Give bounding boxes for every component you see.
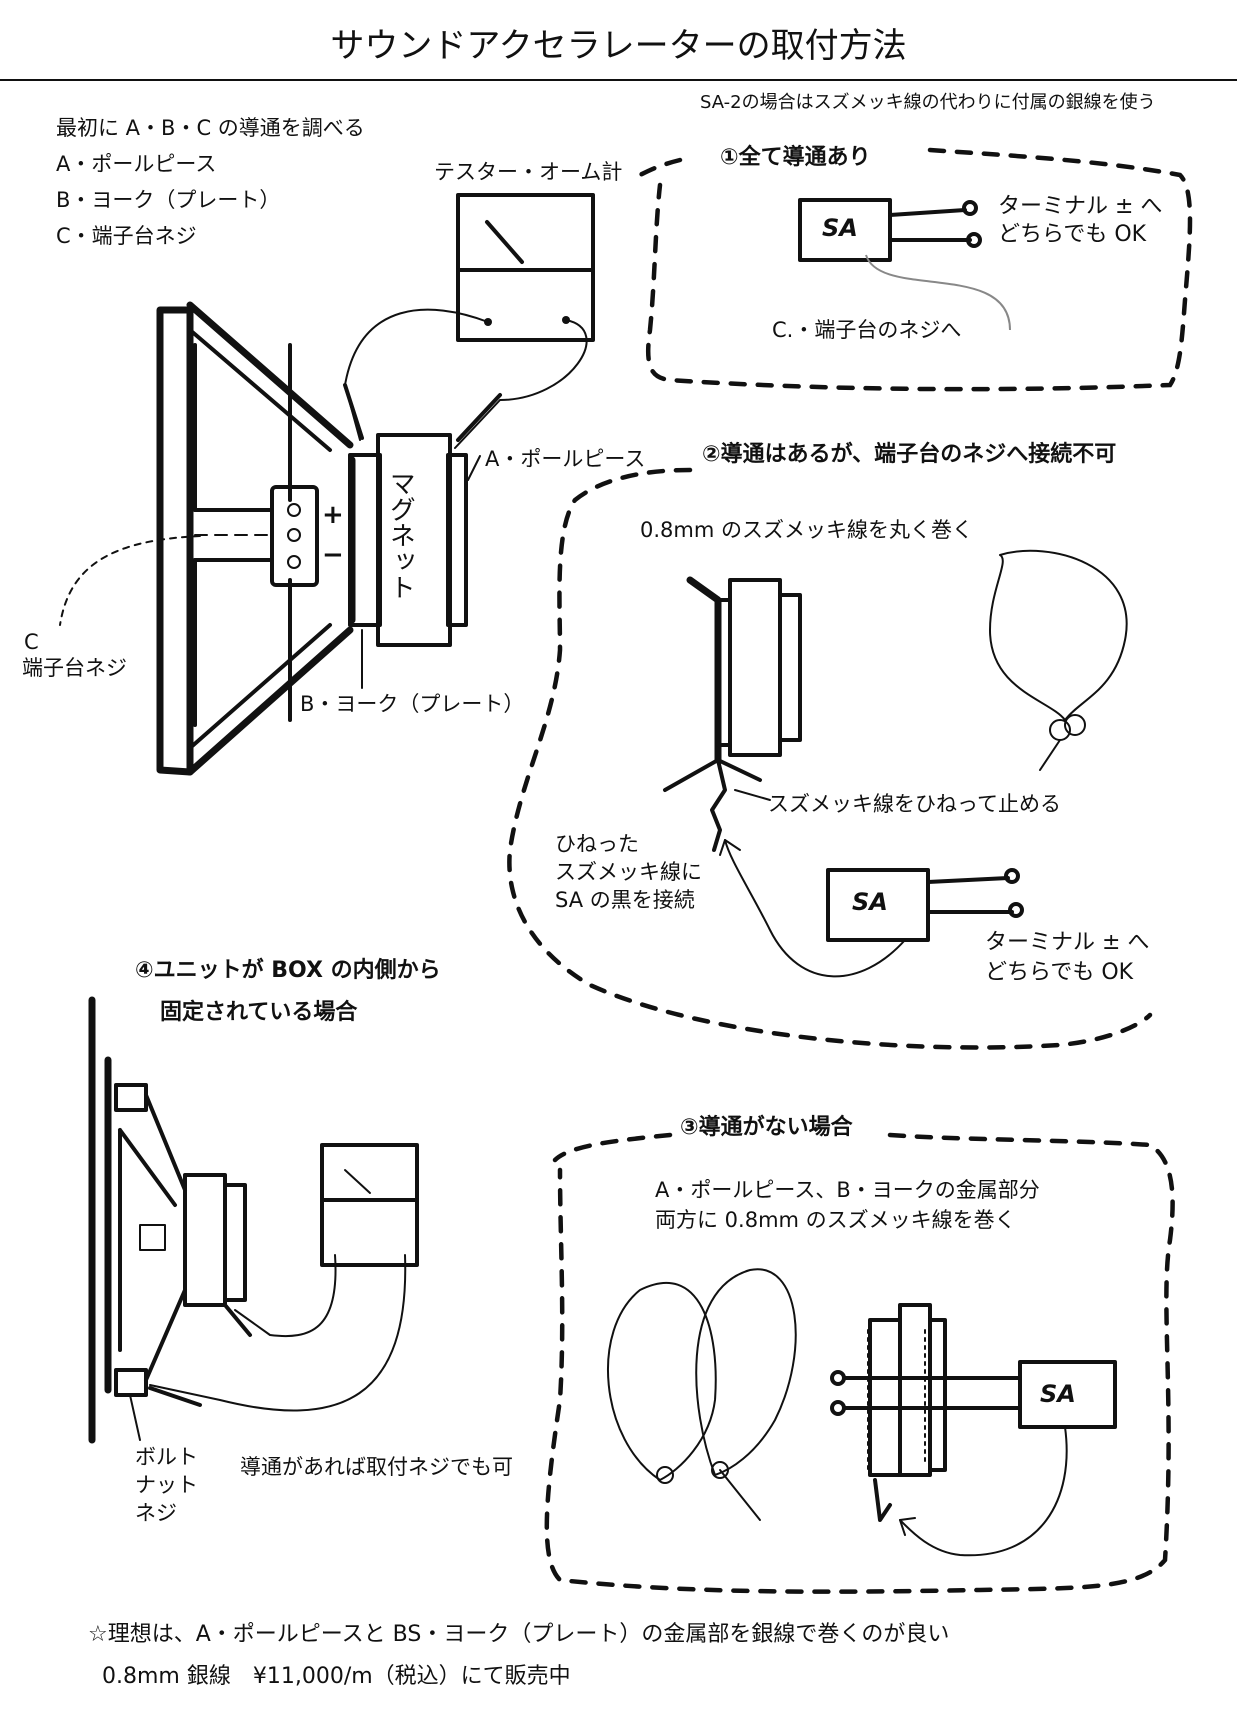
case2-dashed-border	[507, 467, 1153, 1050]
c-label: C	[24, 630, 39, 654]
case3-heading: ③導通がない場合	[680, 1115, 853, 1140]
case4-heading-line-1: ④ユニットが BOX の内側から	[135, 958, 441, 983]
case3-line-1: A・ポールピース、B・ヨークの金属部分	[655, 1178, 1040, 1202]
footer-line-1: ☆理想は、A・ポールピースと BS・ヨーク（プレート）の金属部を銀線で巻くのが良…	[88, 1622, 950, 1647]
case2-drawing	[663, 549, 1128, 978]
sa2-note: SA-2の場合はスズメッキ線の代わりに付属の銀線を使う	[700, 92, 1156, 113]
magnet-label: マグネット	[385, 470, 416, 600]
case1-drawing	[798, 198, 1011, 331]
case4-heading-line-2: 固定されている場合	[160, 1000, 358, 1025]
case2-heading: ②導通はあるが、端子台のネジへ接続不可	[702, 442, 1117, 467]
plus-sign: +	[322, 500, 344, 530]
footer-line-2: 0.8mm 銀線 ¥11,000/m（税込）にて販売中	[102, 1664, 571, 1689]
case1-sa-label: SA	[822, 214, 858, 242]
case3-dashed-border	[544, 1132, 1175, 1594]
case4-bolt-line-3: ネジ	[135, 1501, 177, 1525]
case2-connect-line-2: スズメッキ線に	[555, 860, 702, 884]
intro-line-4: C・端子台ネジ	[56, 224, 197, 248]
case4-bolt-line-1: ボルト	[135, 1445, 198, 1469]
terminal-screw-label: 端子台ネジ	[22, 656, 127, 680]
case1-dashed-border	[637, 147, 1193, 392]
case3-line-2: 両方に 0.8mm のスズメッキ線を巻く	[655, 1208, 1016, 1232]
tester-label: テスター・オーム計	[434, 160, 623, 184]
case3-sa-label: SA	[1040, 1380, 1076, 1408]
intro-line-3: B・ヨーク（プレート）	[56, 188, 281, 212]
pole-piece-label: A・ポールピース	[485, 447, 646, 471]
case2-connect-line-1: ひねった	[555, 832, 639, 856]
case1-heading: ①全て導通あり	[720, 145, 871, 170]
case2-connect-line-3: SA の黒を接続	[555, 888, 695, 912]
case1-terminal-line-1: ターミナル ± へ	[998, 194, 1163, 219]
intro-line-1: 最初に A・B・C の導通を調べる	[56, 116, 365, 140]
case2-terminal-line-2: どちらでも OK	[985, 960, 1134, 985]
case4-drawing	[88, 996, 419, 1444]
case2-terminal-line-1: ターミナル ± へ	[985, 930, 1150, 955]
minus-sign: −	[322, 540, 344, 570]
page-title: サウンドアクセラレーターの取付方法	[330, 26, 907, 66]
yoke-label: B・ヨーク（プレート）	[300, 692, 525, 716]
case2-wire-label: 0.8mm のスズメッキ線を丸く巻く	[640, 518, 973, 542]
intro-line-2: A・ポールピース	[56, 152, 217, 176]
case2-sa-label: SA	[852, 888, 888, 916]
speaker-main-drawing	[59, 193, 595, 776]
case4-mount-note: 導通があれば取付ネジでも可	[240, 1455, 513, 1479]
case1-screw-label: C.・端子台のネジへ	[772, 318, 962, 342]
case1-terminal-line-2: どちらでも OK	[998, 222, 1147, 247]
case4-bolt-line-2: ナット	[135, 1473, 198, 1497]
case3-drawing	[606, 1268, 1117, 1557]
case2-twist-label: スズメッキ線をひねって止める	[768, 792, 1061, 816]
